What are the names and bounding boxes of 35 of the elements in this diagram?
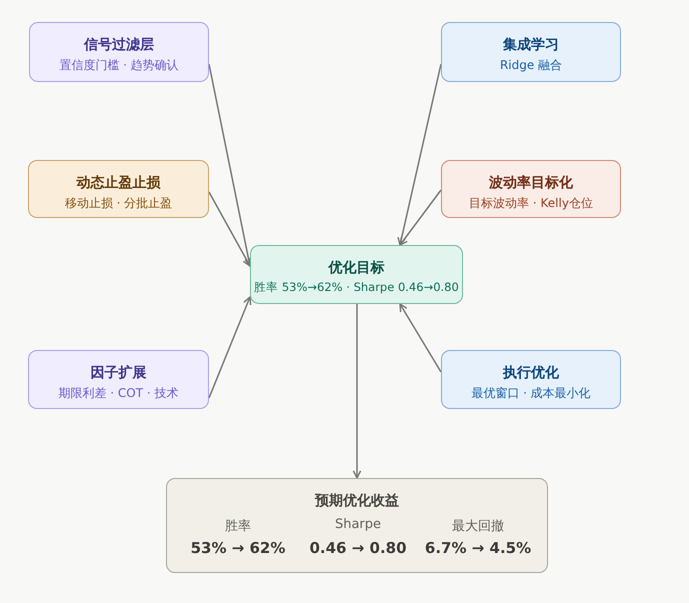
arrow: [208, 296, 252, 398]
arrow: [399, 303, 442, 372]
box-subtitle: Ridge 融合: [498, 57, 564, 74]
arrow: [352, 304, 362, 479]
module-box: [441, 22, 621, 82]
module-box: [441, 350, 621, 409]
metric-value: 6.7% → 4.5%: [424, 539, 532, 557]
box-subtitle: 置信度门槛 · 趋势确认: [58, 57, 180, 74]
goal-box: [250, 245, 463, 304]
box-subtitle: 最优窗口 · 成本最小化: [470, 385, 592, 402]
metric-label: 胜率: [224, 518, 252, 535]
box-title: 因子扩展: [90, 364, 148, 382]
results-card: [166, 478, 548, 573]
box-title: 信号过滤层: [82, 36, 155, 54]
arrow: [208, 192, 251, 267]
box-title: 动态止盈止损: [75, 174, 162, 192]
metric-value: 0.46 → 0.80: [308, 539, 408, 557]
arrow: [397, 64, 442, 246]
box-title: 集成学习: [502, 36, 560, 54]
metric-label: 最大回撤: [451, 518, 505, 535]
module-box: [28, 350, 209, 409]
box-subtitle: 目标波动率 · Kelly仓位: [468, 195, 594, 212]
box-subtitle: 胜率 53%→62% · Sharpe 0.46→0.80: [253, 280, 460, 295]
box-title: 执行优化: [502, 364, 560, 382]
box-title: 波动率目标化: [488, 174, 574, 192]
arrow: [399, 190, 442, 246]
module-box: [29, 22, 209, 82]
metric-label: Sharpe: [334, 517, 382, 532]
metric-value: 53% → 62%: [190, 539, 286, 557]
box-subtitle: 期限利差 · COT · 技术: [57, 385, 180, 402]
module-box: [28, 160, 209, 218]
module-box: [441, 160, 621, 218]
box-title: 预期优化收益: [314, 492, 400, 510]
box-subtitle: 移动止损 · 分批止盈: [64, 195, 174, 212]
box-title: 优化目标: [327, 259, 386, 277]
